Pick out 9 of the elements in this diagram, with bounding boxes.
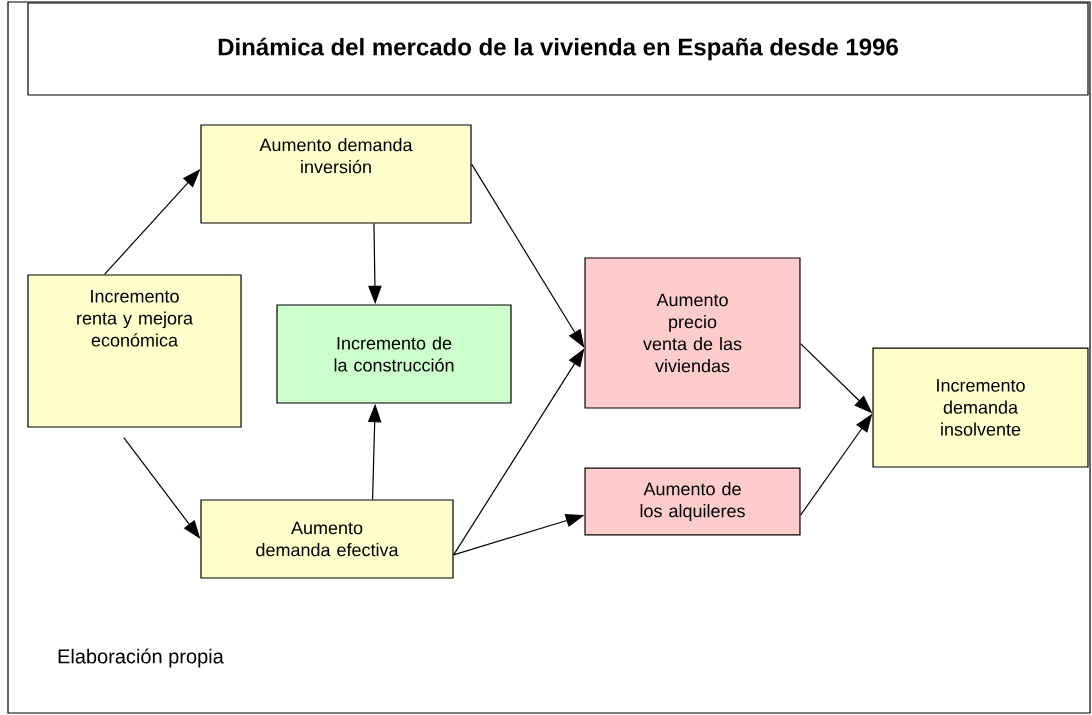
process-box: Aumento precio venta de las viviendas <box>584 257 801 409</box>
process-box: Incremento demanda insolvente <box>872 347 1089 468</box>
note: Elaboración propia <box>58 648 224 668</box>
process-box: Aumento demanda inversión <box>200 124 472 224</box>
process-box: Aumento demanda efectiva <box>200 499 454 579</box>
title-box: Dinámica del mercado de la vivienda en España desde 1996 <box>27 2 1089 96</box>
process-box: Incremento de la construcción <box>276 304 512 404</box>
process-box: Incremento renta y mejora económica <box>27 274 242 428</box>
process-box: Aumento de los alquileres <box>584 467 801 536</box>
